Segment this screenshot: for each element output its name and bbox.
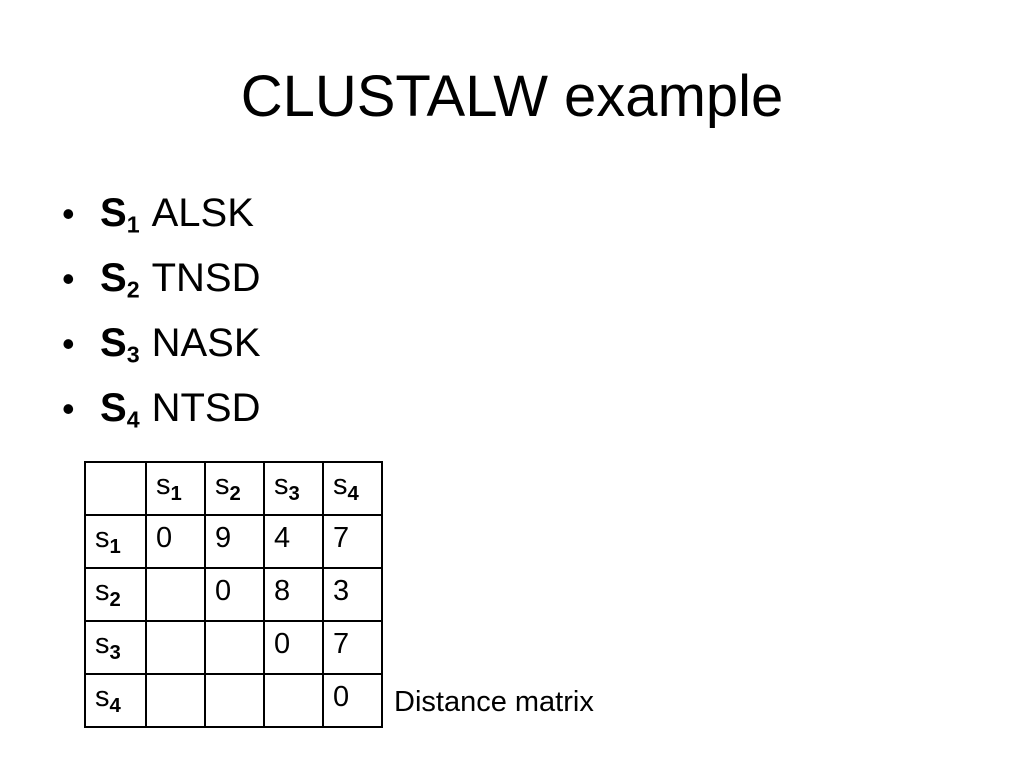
column-header: s4 (322, 461, 383, 516)
header-index: 4 (109, 695, 121, 718)
header-index: 3 (109, 642, 121, 665)
sequence-text: TNSD (151, 256, 261, 300)
matrix-cell: 7 (322, 514, 383, 569)
matrix-cell: 7 (322, 620, 383, 675)
header-letter: s (333, 469, 348, 501)
matrix-cell: 4 (263, 514, 324, 569)
matrix-cell (204, 673, 265, 728)
sequence-letter: S (100, 386, 127, 430)
matrix-cell: 0 (322, 673, 383, 728)
sequence-label: S1 (100, 188, 140, 238)
row-header: s2 (84, 567, 147, 622)
header-index: 1 (170, 483, 182, 506)
matrix-cell: 8 (263, 567, 324, 622)
bullet-icon: • (62, 323, 75, 364)
header-letter: s (95, 681, 110, 713)
sequence-text: NTSD (151, 386, 261, 430)
matrix-cell (263, 673, 324, 728)
row-header: s1 (84, 514, 147, 569)
row-header: s3 (84, 620, 147, 675)
sequence-text: ALSK (151, 191, 254, 235)
matrix-caption: Distance matrix (394, 686, 594, 718)
column-header: s1 (145, 461, 206, 516)
matrix-cell: 0 (204, 567, 265, 622)
list-item: • S4 NTSD (62, 383, 261, 448)
matrix-cell (145, 567, 206, 622)
matrix-cell: 9 (204, 514, 265, 569)
list-item: • S2 TNSD (62, 253, 261, 318)
sequence-index: 1 (126, 211, 140, 238)
table-header-row: s1 s2 s3 s4 (84, 461, 383, 516)
column-header: s2 (204, 461, 265, 516)
matrix-cell: 0 (263, 620, 324, 675)
matrix-cell: 3 (322, 567, 383, 622)
header-letter: s (95, 628, 110, 660)
slide-title: CLUSTALW example (240, 64, 784, 129)
sequence-letter: S (100, 321, 127, 365)
column-header: s3 (263, 461, 324, 516)
distance-matrix-table: s1 s2 s3 s4 s1 0 9 4 7 s2 0 8 3 s3 0 7 s… (84, 461, 383, 728)
bullet-icon: • (62, 193, 75, 234)
header-index: 2 (229, 483, 241, 506)
sequence-label: S3 (100, 318, 140, 368)
header-index: 4 (347, 483, 359, 506)
sequence-letter: S (100, 256, 127, 300)
table-row: s4 0 (84, 673, 383, 728)
bullet-icon: • (62, 388, 75, 429)
table-row: s1 0 9 4 7 (84, 514, 383, 569)
header-index: 2 (109, 589, 121, 612)
header-index: 1 (109, 536, 121, 559)
sequence-index: 3 (126, 341, 140, 368)
corner-cell (84, 461, 147, 516)
header-letter: s (215, 469, 230, 501)
table-row: s3 0 7 (84, 620, 383, 675)
sequence-label: S2 (100, 253, 140, 303)
sequence-index: 4 (126, 406, 140, 433)
sequence-label: S4 (100, 383, 140, 433)
list-item: • S3 NASK (62, 318, 261, 383)
sequence-text: NASK (151, 321, 261, 365)
matrix-cell: 0 (145, 514, 206, 569)
header-letter: s (156, 469, 171, 501)
bullet-icon: • (62, 258, 75, 299)
list-item: • S1 ALSK (62, 188, 261, 253)
sequence-index: 2 (126, 276, 140, 303)
header-letter: s (95, 522, 110, 554)
table-row: s2 0 8 3 (84, 567, 383, 622)
sequence-list: • S1 ALSK • S2 TNSD • S3 NASK • S4 NTSD (62, 188, 261, 448)
row-header: s4 (84, 673, 147, 728)
sequence-letter: S (100, 191, 127, 235)
matrix-cell (204, 620, 265, 675)
header-letter: s (274, 469, 289, 501)
header-index: 3 (288, 483, 300, 506)
matrix-cell (145, 673, 206, 728)
header-letter: s (95, 575, 110, 607)
matrix-cell (145, 620, 206, 675)
